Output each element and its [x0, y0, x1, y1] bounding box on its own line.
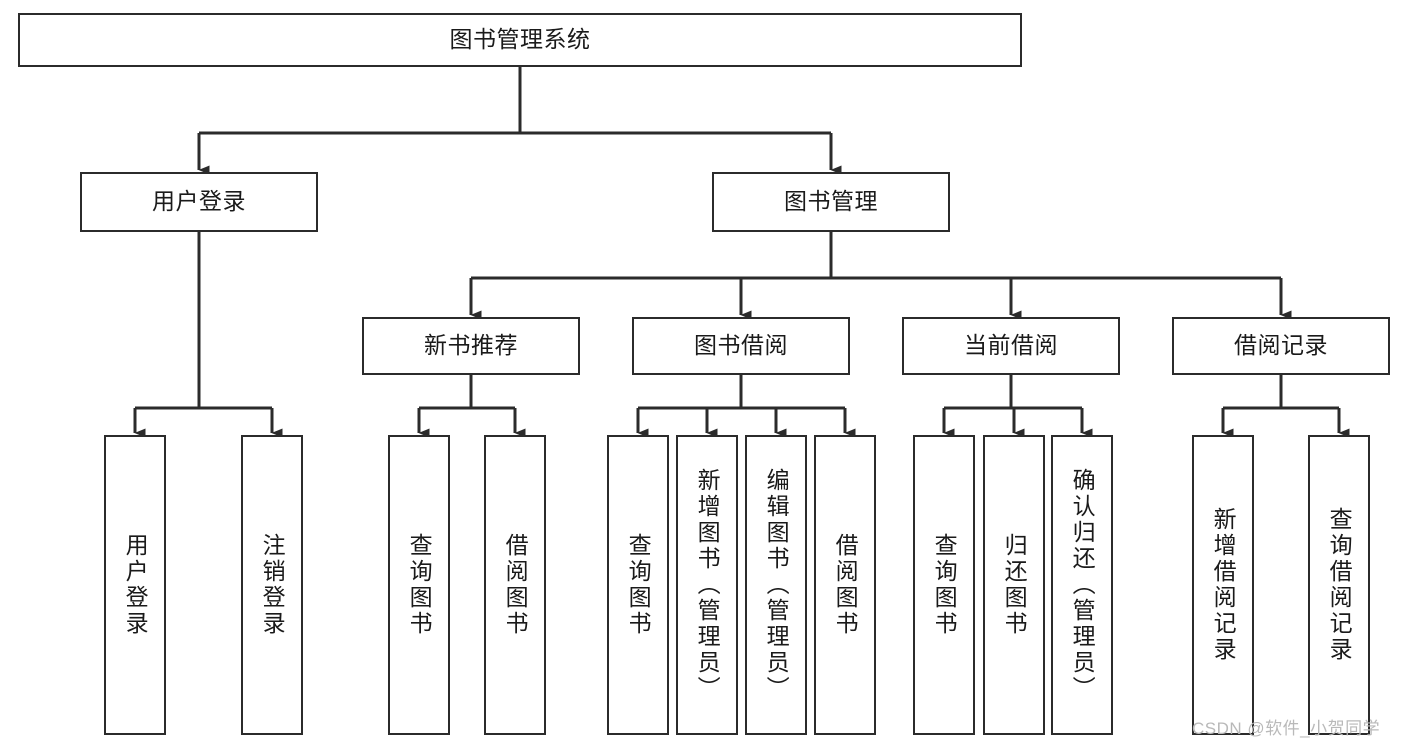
node-label: 查询图书: [625, 533, 652, 637]
node-current-borrow[interactable]: 当前借阅: [902, 317, 1120, 375]
node-label: 借阅图书: [832, 533, 859, 637]
node-leaf-query-book-borrow[interactable]: 查询图书: [607, 435, 669, 735]
node-label: 查询图书: [931, 533, 958, 637]
node-label: 当前借阅: [964, 332, 1058, 359]
node-label: 图书管理: [784, 188, 878, 215]
node-label: 归还图书: [1001, 533, 1028, 637]
node-label: 用户登录: [122, 533, 149, 637]
node-leaf-query-book-current[interactable]: 查询图书: [913, 435, 975, 735]
node-user-login[interactable]: 用户登录: [80, 172, 318, 232]
node-root[interactable]: 图书管理系统: [18, 13, 1022, 67]
node-book-management[interactable]: 图书管理: [712, 172, 950, 232]
node-leaf-query-record[interactable]: 查询借阅记录: [1308, 435, 1370, 735]
node-label: 查询借阅记录: [1326, 507, 1353, 663]
node-book-borrow[interactable]: 图书借阅: [632, 317, 850, 375]
node-leaf-edit-book[interactable]: 编辑图书（管理员）: [745, 435, 807, 735]
node-label: 图书管理系统: [449, 26, 591, 53]
node-leaf-borrow-book[interactable]: 借阅图书: [814, 435, 876, 735]
node-label: 借阅记录: [1234, 332, 1328, 359]
node-leaf-borrow-book-rec[interactable]: 借阅图书: [484, 435, 546, 735]
node-leaf-user-logout[interactable]: 注销登录: [241, 435, 303, 735]
connector-group: [133, 67, 1350, 438]
node-label: 新增借阅记录: [1210, 507, 1237, 663]
node-new-book-recommend[interactable]: 新书推荐: [362, 317, 580, 375]
node-label: 确认归还（管理员）: [1069, 468, 1096, 702]
node-leaf-confirm-return[interactable]: 确认归还（管理员）: [1051, 435, 1113, 735]
node-leaf-return-book[interactable]: 归还图书: [983, 435, 1045, 735]
node-leaf-add-book[interactable]: 新增图书（管理员）: [676, 435, 738, 735]
node-leaf-query-book-rec[interactable]: 查询图书: [388, 435, 450, 735]
node-label: 查询图书: [406, 533, 433, 637]
node-leaf-add-record[interactable]: 新增借阅记录: [1192, 435, 1254, 735]
watermark-text: CSDN @软件_小贺同学: [1192, 719, 1381, 738]
node-borrow-record[interactable]: 借阅记录: [1172, 317, 1390, 375]
node-label: 借阅图书: [502, 533, 529, 637]
node-label: 注销登录: [259, 533, 286, 637]
node-label: 新增图书（管理员）: [694, 468, 721, 702]
node-label: 编辑图书（管理员）: [763, 468, 790, 702]
node-label: 图书借阅: [694, 332, 788, 359]
node-label: 新书推荐: [424, 332, 518, 359]
node-leaf-user-login[interactable]: 用户登录: [104, 435, 166, 735]
node-label: 用户登录: [152, 188, 246, 215]
